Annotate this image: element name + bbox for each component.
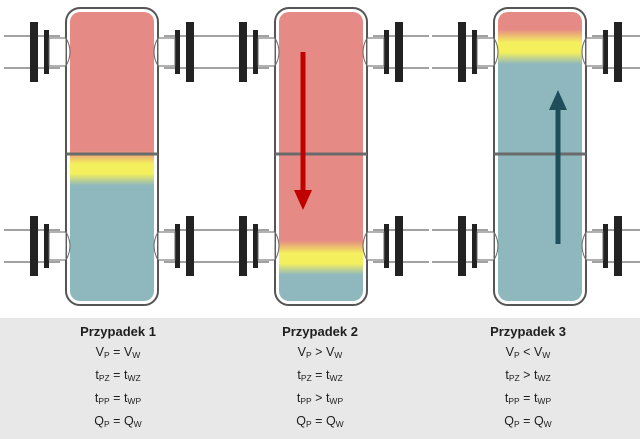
case-2-eq-1: VP > VW (297, 345, 343, 360)
nozzle-neck-left-0 (476, 37, 495, 67)
nozzle-right-0 (581, 37, 587, 67)
case-1-eq-2: tPZ = tWZ (95, 368, 141, 383)
case-2-title: Przypadek 2 (282, 324, 358, 339)
flange-left-inner-1 (44, 224, 49, 268)
nozzle-left-0 (493, 37, 499, 67)
vessel-fluid (70, 12, 154, 301)
flange-right-outer-1 (186, 216, 194, 276)
case-1-eq-3: tPP = tWP (94, 391, 142, 406)
case-3-eq-2: tPZ > tWZ (505, 368, 551, 383)
flange-left-outer-0 (239, 22, 247, 82)
flange-left-inner-1 (472, 224, 477, 268)
case-2-eq-2: tPZ = tWZ (297, 368, 343, 383)
nozzle-right-0 (153, 37, 159, 67)
flange-right-inner-1 (603, 224, 608, 268)
flange-right-outer-0 (186, 22, 194, 82)
flow-arrow-down-head (294, 190, 312, 210)
tank-3 (432, 7, 640, 306)
buffer-tank-diagram (4, 7, 640, 306)
case-3-caption: Przypadek 3 VP < VW tPZ > tWZ tPP = tWP … (428, 318, 628, 433)
nozzle-neck-left-1 (48, 231, 67, 261)
flange-right-inner-0 (384, 30, 389, 74)
flange-right-inner-0 (175, 30, 180, 74)
flange-right-inner-1 (175, 224, 180, 268)
nozzle-left-1 (274, 231, 280, 261)
flange-left-outer-1 (30, 216, 38, 276)
flange-left-outer-1 (458, 216, 466, 276)
flange-left-outer-0 (458, 22, 466, 82)
flange-left-inner-0 (44, 30, 49, 74)
nozzle-neck-left-1 (257, 231, 276, 261)
flange-left-outer-1 (239, 216, 247, 276)
vessel-fluid (279, 12, 363, 301)
nozzle-left-1 (493, 231, 499, 261)
nozzle-neck-left-0 (257, 37, 276, 67)
case-2-eq-3: tPP > tWP (296, 391, 344, 406)
nozzle-left-0 (65, 37, 71, 67)
nozzle-right-1 (362, 231, 368, 261)
flange-left-inner-1 (253, 224, 258, 268)
caption-band (0, 318, 640, 439)
nozzle-neck-left-1 (476, 231, 495, 261)
case-1-caption: Przypadek 1 VP = VW tPZ = tWZ tPP = tWP … (18, 318, 218, 433)
case-2-eq-4: QP = QW (296, 414, 344, 429)
nozzle-neck-right-0 (366, 37, 385, 67)
flow-arrow-up-head (549, 90, 567, 110)
flange-right-inner-0 (603, 30, 608, 74)
flange-left-inner-0 (253, 30, 258, 74)
flange-right-outer-0 (395, 22, 403, 82)
nozzle-neck-right-1 (157, 231, 176, 261)
case-3-eq-4: QP = QW (504, 414, 552, 429)
tank-2 (213, 7, 429, 306)
case-3-eq-3: tPP = tWP (504, 391, 552, 406)
nozzle-neck-right-0 (157, 37, 176, 67)
case-1-eq-4: QP = QW (94, 414, 142, 429)
flange-left-inner-0 (472, 30, 477, 74)
case-3-title: Przypadek 3 (490, 324, 566, 339)
nozzle-right-1 (153, 231, 159, 261)
nozzle-right-1 (581, 231, 587, 261)
nozzle-left-1 (65, 231, 71, 261)
flange-right-outer-1 (614, 216, 622, 276)
tank-1 (4, 7, 220, 306)
case-1-eq-1: VP = VW (95, 345, 141, 360)
flange-right-inner-1 (384, 224, 389, 268)
case-1-title: Przypadek 1 (80, 324, 156, 339)
nozzle-neck-right-0 (585, 37, 604, 67)
nozzle-left-0 (274, 37, 280, 67)
nozzle-neck-left-0 (48, 37, 67, 67)
flange-right-outer-0 (614, 22, 622, 82)
nozzle-neck-right-1 (585, 231, 604, 261)
flange-left-outer-0 (30, 22, 38, 82)
flange-right-outer-1 (395, 216, 403, 276)
nozzle-right-0 (362, 37, 368, 67)
vessel-fluid (498, 12, 582, 301)
case-3-eq-1: VP < VW (505, 345, 551, 360)
case-2-caption: Przypadek 2 VP > VW tPZ = tWZ tPP > tWP … (220, 318, 420, 433)
nozzle-neck-right-1 (366, 231, 385, 261)
